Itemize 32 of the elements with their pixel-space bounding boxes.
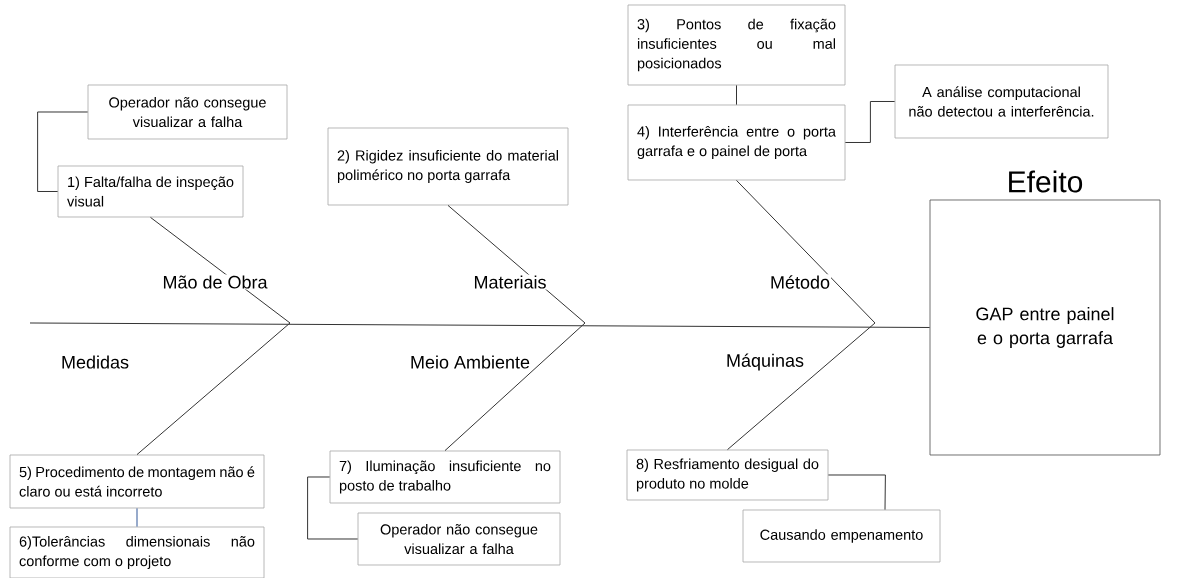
cause-box: 6)Tolerâncias dimensionais não conforme com o projeto bbox=[9, 526, 265, 578]
effect-heading: Efeito bbox=[1009, 170, 1083, 193]
cause-box: 2) Rigidez insuficiente do material polimérico no porta garrafa bbox=[327, 127, 569, 206]
category-label: Materiais bbox=[472, 274, 548, 290]
category-label: Medidas bbox=[60, 354, 131, 370]
category-label: Método bbox=[769, 274, 831, 290]
category-label: Meio Ambiente bbox=[409, 354, 532, 370]
connector-line bbox=[136, 507, 138, 528]
bone-line bbox=[444, 322, 586, 452]
cause-box: 8) Resfriamento desigual do produto no molde bbox=[626, 449, 829, 501]
bone-line bbox=[447, 204, 586, 324]
spine-line bbox=[29, 322, 931, 328]
cause-box: 1) Falta/falha de inspeção visual bbox=[57, 165, 244, 218]
cause-box: Operador não consegue visualizar a falha bbox=[87, 84, 288, 140]
category-label: Mão de Obra bbox=[161, 274, 269, 290]
bone-line bbox=[727, 322, 876, 451]
cause-box: 5) Procedimento de montagem não é claro ou está incorreto bbox=[9, 454, 265, 509]
connector-line bbox=[827, 474, 886, 511]
effect-box: GAP entre painel e o porta garrafa bbox=[929, 199, 1161, 456]
bone-line bbox=[736, 179, 876, 324]
connector-line bbox=[307, 476, 359, 540]
cause-box: Causando empenamento bbox=[742, 509, 941, 563]
cause-box: 4) Interferência entre o porta garrafa e o painel de porta bbox=[627, 104, 846, 181]
cause-box: A análise computacional não detectou a interferência. bbox=[894, 64, 1109, 139]
category-label: Máquinas bbox=[725, 352, 806, 372]
cause-box: 3) Pontos de fixação insuficientes ou mal posicionados bbox=[627, 4, 846, 86]
connector-line bbox=[736, 84, 737, 106]
bone-line bbox=[136, 322, 291, 456]
connector-line bbox=[844, 101, 896, 143]
connector-line bbox=[37, 111, 89, 192]
cause-box: Operador não consegue visualizar a falha bbox=[357, 512, 561, 566]
cause-box: 7) Iluminação insuficiente no posto de trabalho bbox=[329, 450, 561, 504]
